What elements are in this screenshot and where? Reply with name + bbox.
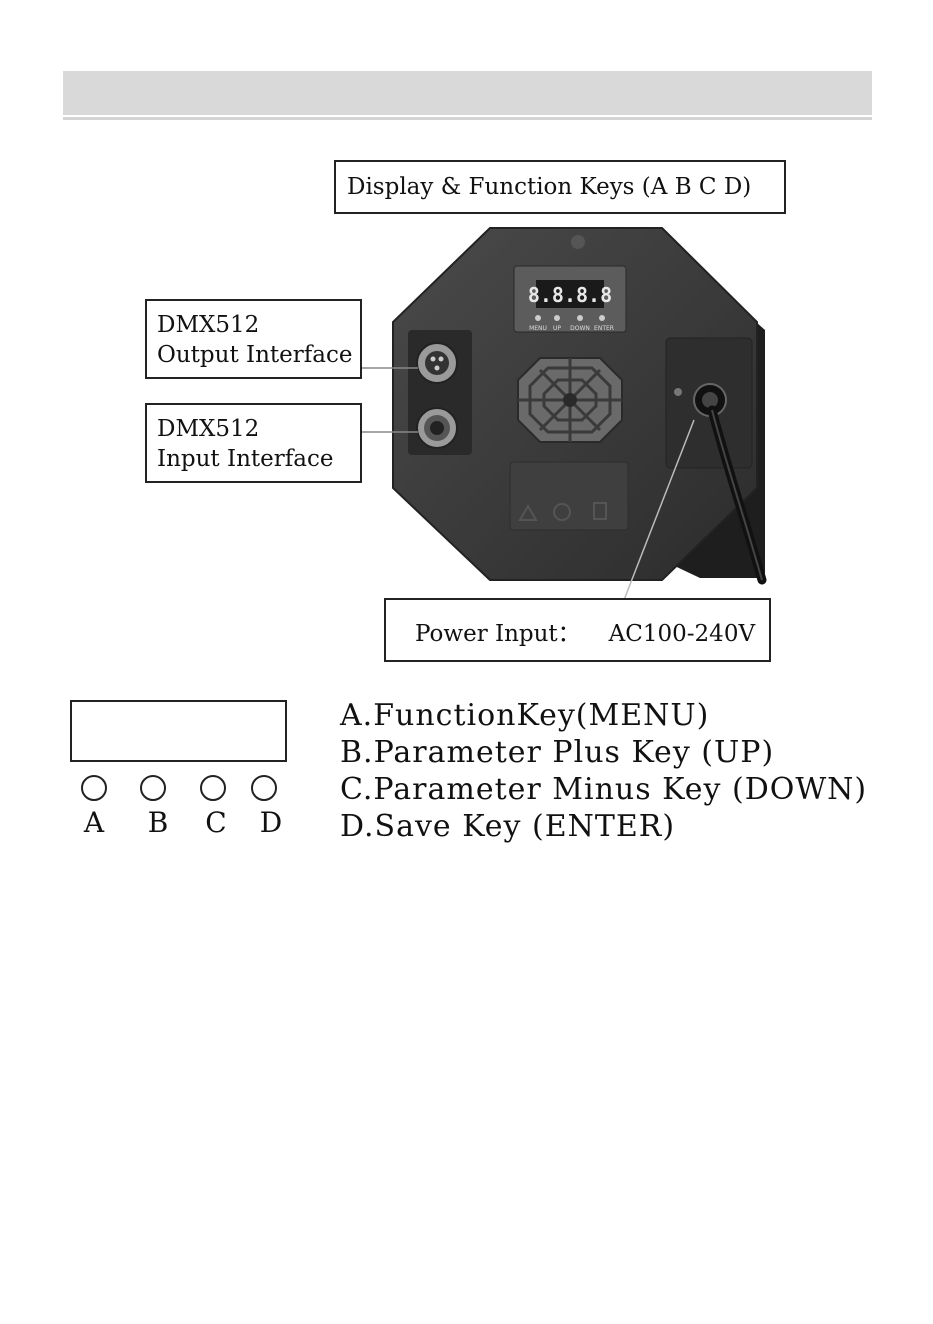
key-c-letter: C xyxy=(201,806,231,840)
key-b-letter: B xyxy=(143,806,173,840)
key-b-circle xyxy=(140,775,166,801)
power-plate-screw xyxy=(674,388,682,396)
top-notch xyxy=(571,235,585,249)
legend-item-b: B.Parameter Plus Key (UP) xyxy=(340,734,867,771)
key-d-letter: D xyxy=(256,806,286,840)
key-legend: A.FunctionKey(MENU) B.Parameter Plus Key… xyxy=(340,697,867,845)
dmx-output-connector xyxy=(417,343,457,383)
callout-dmx-input: DMX512 Input Interface xyxy=(145,403,362,483)
down-button-dot xyxy=(577,315,583,321)
panel-label-enter: ENTER xyxy=(594,325,614,332)
panel-label-menu: MENU xyxy=(529,325,547,332)
fan-grille xyxy=(518,358,622,442)
legend-item-a: A.FunctionKey(MENU) xyxy=(340,697,867,734)
segment-display-readout: 8.8.8.8 xyxy=(528,283,612,307)
key-a-letter: A xyxy=(79,806,109,840)
callout-power-input: Power Input： AC100-240V xyxy=(384,598,771,662)
callout-output-line-1: DMX512 xyxy=(157,310,360,340)
key-c-circle xyxy=(200,775,226,801)
callout-dmx-output: DMX512 Output Interface xyxy=(145,299,362,379)
callout-input-line-2: Input Interface xyxy=(157,444,360,474)
callout-display-text: Display & Function Keys (A B C D) xyxy=(347,172,784,202)
callout-power-label: Power Input： xyxy=(415,621,581,647)
panel-label-down: DOWN xyxy=(570,325,590,332)
callout-input-line-1: DMX512 xyxy=(157,414,360,444)
legend-item-d: D.Save Key (ENTER) xyxy=(340,808,867,845)
up-button-dot xyxy=(554,315,560,321)
callout-output-line-2: Output Interface xyxy=(157,340,360,370)
callout-power-value: AC100-240V xyxy=(609,621,755,647)
key-a-circle xyxy=(81,775,107,801)
key-d-circle xyxy=(251,775,277,801)
device-back-panel-illustration: 8.8.8.8 MENU UP DOWN ENTER xyxy=(0,0,933,700)
enter-button-dot xyxy=(599,315,605,321)
menu-button-dot xyxy=(535,315,541,321)
panel-label-up: UP xyxy=(553,325,561,332)
dmx-input-connector xyxy=(417,408,457,448)
keypad-display-schematic xyxy=(70,700,287,762)
callout-display-function-keys: Display & Function Keys (A B C D) xyxy=(334,160,786,214)
legend-item-c: C.Parameter Minus Key (DOWN) xyxy=(340,771,867,808)
